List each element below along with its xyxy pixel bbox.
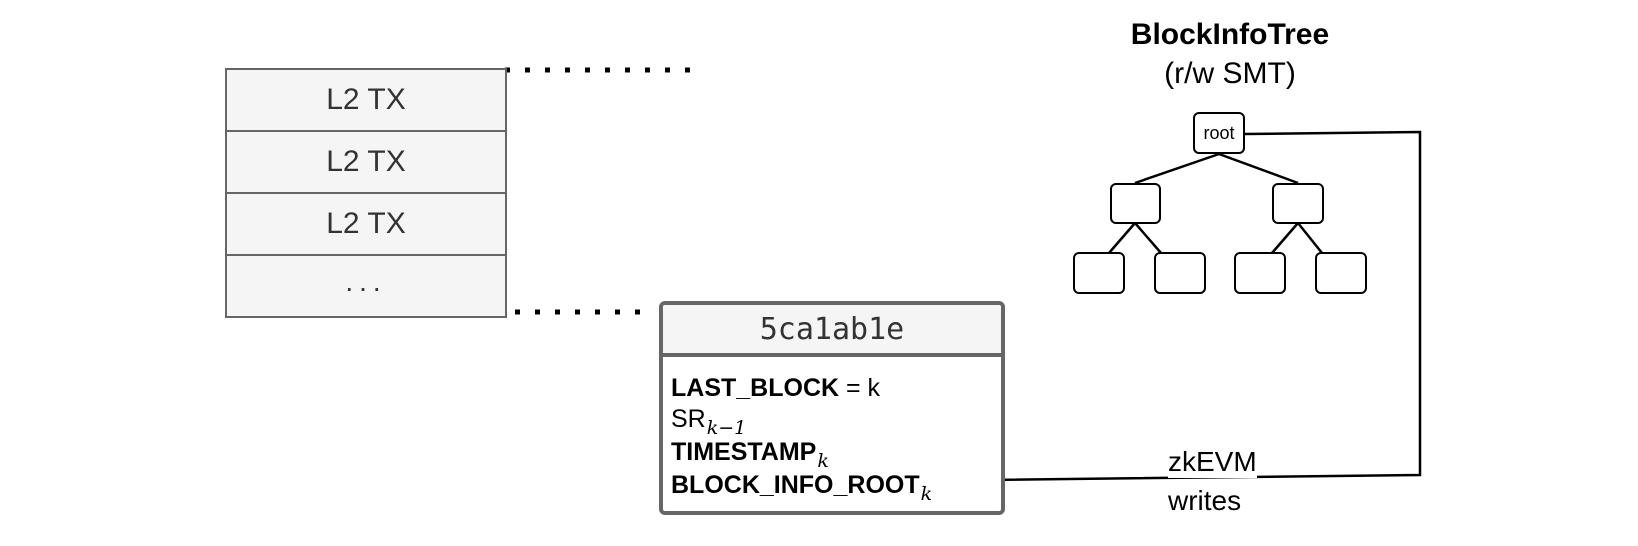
field-last-block: LAST_BLOCK = k: [671, 374, 881, 402]
field-timestamp: TIMESTAMPk: [671, 438, 829, 472]
l2-tx-row: L2 TX: [227, 132, 505, 194]
field-block-info-root: BLOCK_INFO_ROOTk: [671, 471, 933, 505]
field-state-root: SRk−1: [671, 405, 747, 439]
edge-label-zkevm: zkEVM: [1168, 446, 1257, 478]
tree-leaf-node: [1315, 252, 1367, 294]
l2-tx-row: L2 TX: [227, 70, 505, 132]
tree-leaf-node: [1073, 252, 1125, 294]
edge-label-writes: writes: [1168, 485, 1242, 517]
l2-transaction-list: L2 TX L2 TX L2 TX ...: [225, 68, 507, 318]
batch-box: 5ca1ab1e LAST_BLOCK = k SRk−1 TIMESTAMPk…: [659, 301, 1005, 515]
tree-node: [1110, 183, 1161, 224]
write-connector-line: [979, 130, 1422, 482]
tree-leaf-node: [1234, 252, 1286, 294]
tree-edges: [1108, 152, 1323, 254]
batch-fields: LAST_BLOCK = k SRk−1 TIMESTAMPk BLOCK_IN…: [663, 357, 1001, 505]
tree-title: BlockInfoTree: [1130, 18, 1330, 51]
batch-header: 5ca1ab1e: [663, 305, 1001, 357]
tree-root-node: root: [1193, 112, 1245, 154]
l2-tx-row: L2 TX: [227, 194, 505, 256]
tree-leaf-node: [1154, 252, 1206, 294]
tree-subtitle: (r/w SMT): [1164, 57, 1296, 90]
l2-tx-ellipsis: ...: [345, 266, 387, 297]
tree-node: [1272, 183, 1324, 224]
